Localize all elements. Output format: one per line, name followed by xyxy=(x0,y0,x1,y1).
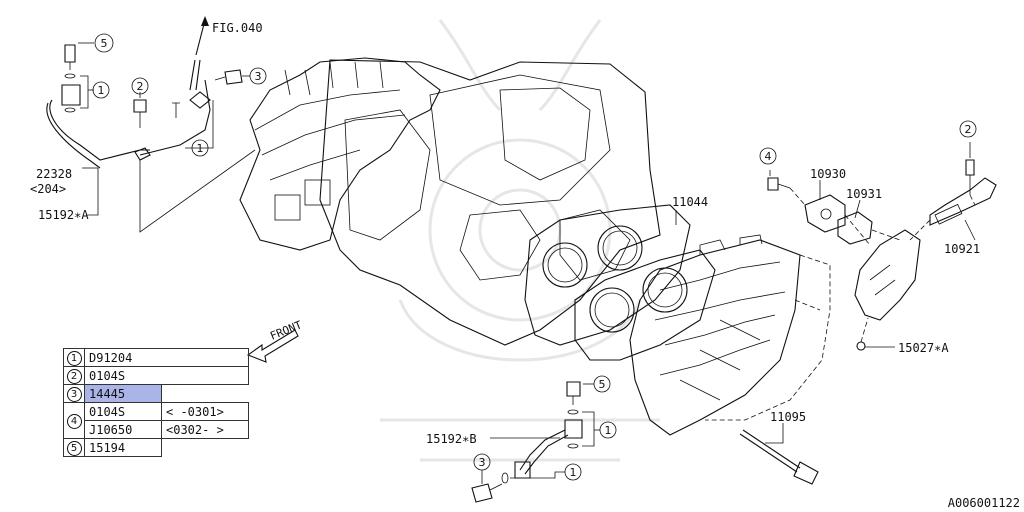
diagram-reference-code: A006001122 xyxy=(947,496,1020,510)
legend-code-d91204[interactable]: D91204 xyxy=(84,348,249,367)
legend-row-2: 2 0104S xyxy=(63,366,249,385)
svg-text:1: 1 xyxy=(98,84,105,97)
legend-row-4a: 4 0104S < -0301> xyxy=(63,402,249,439)
legend-code-15194[interactable]: 15194 xyxy=(84,438,162,457)
legend-range-late: <0302- > xyxy=(161,420,249,439)
legend-code-j10650[interactable]: J10650 xyxy=(84,420,162,439)
left-cylinder-head xyxy=(239,57,441,251)
legend-code-14445-highlighted[interactable]: 14445 xyxy=(84,384,162,403)
callout-1-upper-left[interactable]: 1 xyxy=(92,81,110,99)
head-gasket-11044 xyxy=(524,204,716,361)
svg-text:2: 2 xyxy=(137,80,144,93)
legend-row-3: 3 14445 xyxy=(63,384,249,403)
legend-num-2: 2 xyxy=(66,368,82,384)
label-11095[interactable]: 11095 xyxy=(770,410,806,424)
label-22328[interactable]: 22328 xyxy=(36,167,72,181)
svg-text:4: 4 xyxy=(765,150,772,163)
legend-code-0104s[interactable]: 0104S xyxy=(84,366,249,385)
legend-code-0104s-early[interactable]: 0104S xyxy=(84,402,162,421)
oil-pipe-15192a xyxy=(46,16,243,169)
legend-num-1: 1 xyxy=(66,350,82,366)
label-22328-qty: <204> xyxy=(30,182,66,196)
legend-num-3: 3 xyxy=(66,386,82,402)
svg-text:3: 3 xyxy=(479,456,486,469)
label-15027a[interactable]: 15027∗A xyxy=(898,341,949,355)
label-fig040[interactable]: FIG.040 xyxy=(212,21,263,35)
label-10921[interactable]: 10921 xyxy=(944,242,980,256)
svg-text:1: 1 xyxy=(197,142,204,155)
label-front: FRONT xyxy=(268,318,304,343)
callout-1-lower[interactable]: 1 xyxy=(564,463,582,481)
callout-4-right[interactable]: 4 xyxy=(759,147,777,165)
callout-5-upper[interactable]: 5 xyxy=(94,33,114,53)
svg-text:1: 1 xyxy=(570,466,577,479)
legend-num-4: 4 xyxy=(66,413,82,429)
oil-control-solenoid-assembly xyxy=(767,159,997,351)
legend-row-1: 1 D91204 xyxy=(63,348,249,367)
oil-pipe-15192b xyxy=(471,381,819,503)
engine-block xyxy=(319,59,661,346)
legend-row-4b: J10650 <0302- > xyxy=(64,420,249,439)
callout-2-right[interactable]: 2 xyxy=(959,120,977,138)
svg-text:3: 3 xyxy=(255,70,262,83)
svg-text:1: 1 xyxy=(605,424,612,437)
svg-text:2: 2 xyxy=(965,123,972,136)
parts-legend-table: 1 D91204 2 0104S 3 14445 4 0104S < -0301… xyxy=(63,348,249,457)
svg-text:5: 5 xyxy=(599,378,606,391)
label-15192b[interactable]: 15192∗B xyxy=(426,432,477,446)
legend-num-5: 5 xyxy=(66,440,82,456)
callout-3-lower[interactable]: 3 xyxy=(473,453,491,471)
callout-3-upper[interactable]: 3 xyxy=(249,67,267,85)
label-10930[interactable]: 10930 xyxy=(810,167,846,181)
watermark-emblem xyxy=(380,19,660,462)
front-indicator xyxy=(246,329,299,363)
label-15192a[interactable]: 15192∗A xyxy=(38,208,89,222)
callout-2-upper[interactable]: 2 xyxy=(131,77,149,95)
label-11044[interactable]: 11044 xyxy=(672,195,708,209)
leader-lines xyxy=(78,42,976,484)
callout-5-lower[interactable]: 5 xyxy=(593,375,611,393)
legend-range-early: < -0301> xyxy=(161,402,249,421)
right-cylinder-head xyxy=(629,234,831,436)
svg-text:5: 5 xyxy=(101,37,108,50)
callout-1-upper-mid[interactable]: 1 xyxy=(191,139,209,157)
legend-row-5: 5 15194 xyxy=(63,438,249,457)
label-10931[interactable]: 10931 xyxy=(846,187,882,201)
callout-1-lower-right[interactable]: 1 xyxy=(599,421,617,439)
